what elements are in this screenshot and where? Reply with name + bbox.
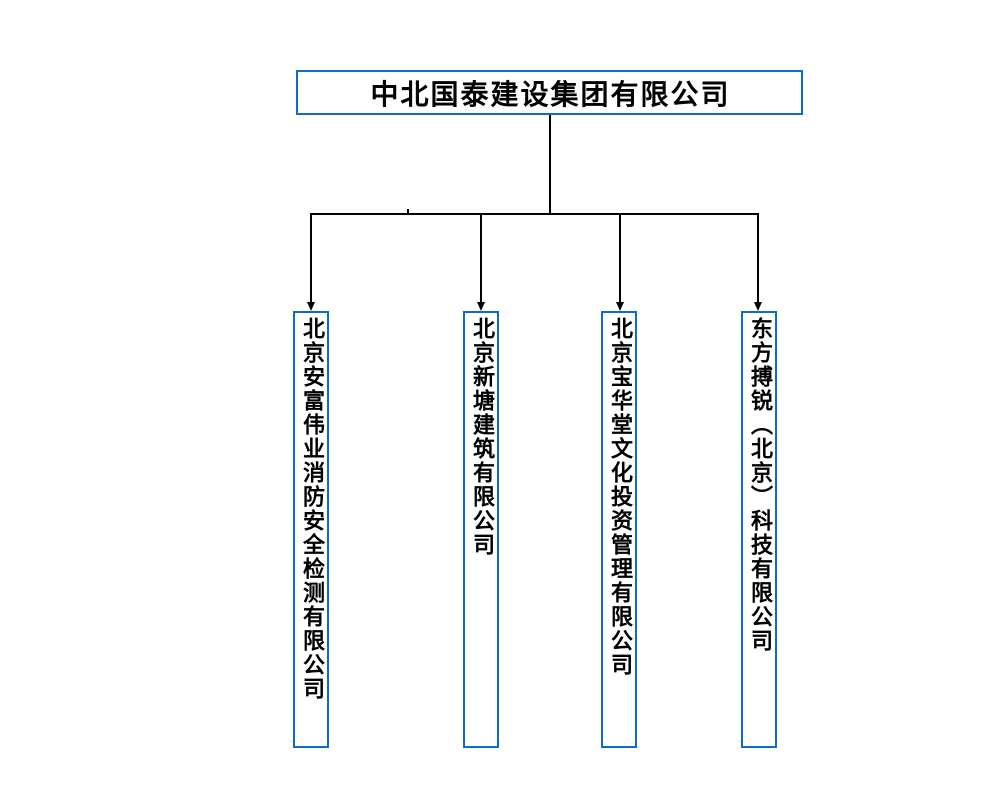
- arrow-down-icon: [307, 302, 315, 311]
- org-node-subsidiary-2: 北京新塘建筑有限公司: [463, 311, 499, 748]
- connector-branch-3: [619, 213, 621, 303]
- org-node-root-label: 中北国泰建设集团有限公司: [370, 77, 731, 111]
- arrow-down-icon: [754, 302, 762, 311]
- org-node-subsidiary-1-label: 北京安富伟业消防安全检测有限公司: [299, 317, 324, 701]
- org-node-subsidiary-4-label: 东方搏锐（北京）科技有限公司: [747, 317, 772, 653]
- connector-tick-mark: [407, 209, 409, 213]
- org-node-subsidiary-4: 东方搏锐（北京）科技有限公司: [741, 311, 777, 748]
- arrow-down-icon: [616, 302, 624, 311]
- connector-branch-2: [480, 213, 482, 303]
- org-node-subsidiary-3-label: 北京宝华堂文化投资管理有限公司: [607, 317, 632, 677]
- connector-stem: [549, 115, 551, 214]
- org-node-subsidiary-3: 北京宝华堂文化投资管理有限公司: [601, 311, 637, 748]
- connector-horizontal: [310, 213, 759, 215]
- org-node-subsidiary-2-label: 北京新塘建筑有限公司: [469, 317, 494, 557]
- connector-branch-4: [757, 213, 759, 303]
- org-node-subsidiary-1: 北京安富伟业消防安全检测有限公司: [293, 311, 329, 748]
- connector-branch-1: [310, 213, 312, 303]
- org-node-root: 中北国泰建设集团有限公司: [296, 70, 803, 115]
- arrow-down-icon: [477, 302, 485, 311]
